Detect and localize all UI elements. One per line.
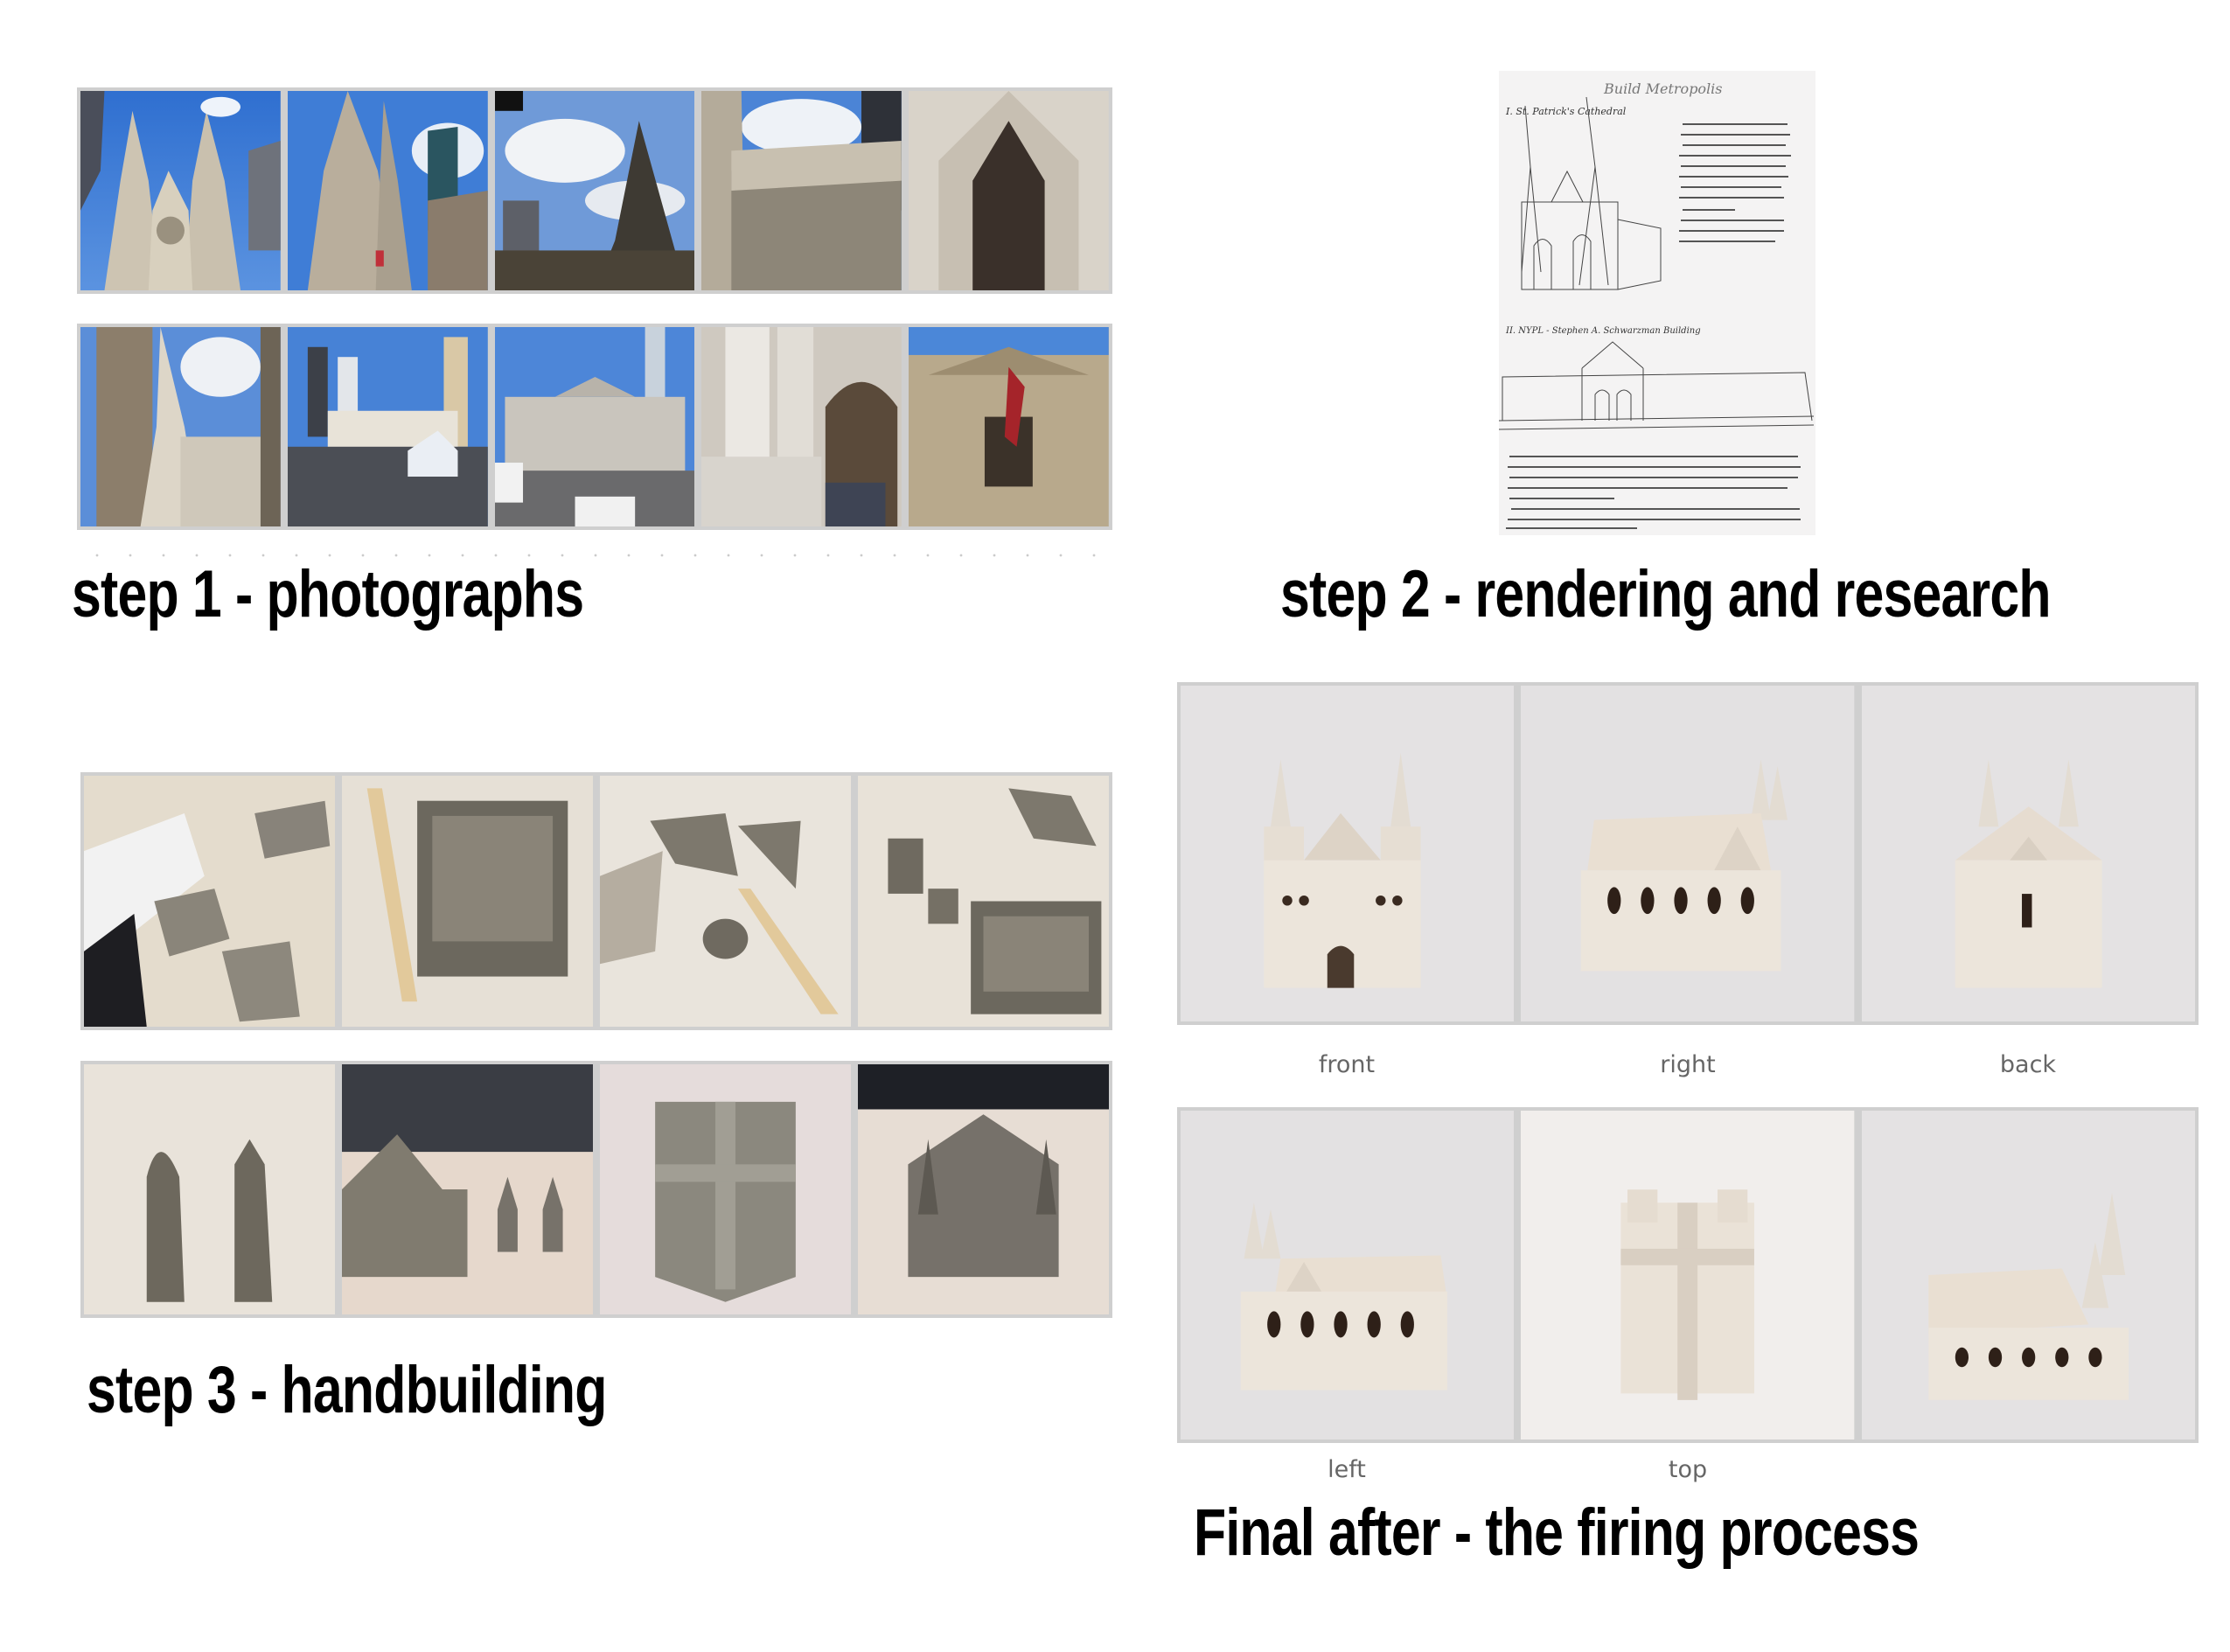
step1-photo-row-2 bbox=[77, 324, 1112, 530]
photo-cathedral-street[interactable] bbox=[80, 327, 281, 526]
photo-library-facade-flag[interactable] bbox=[909, 327, 1109, 526]
caption-front: front bbox=[1318, 1051, 1376, 1078]
park-photo-icon bbox=[287, 327, 488, 526]
photo-cathedral-front[interactable] bbox=[80, 91, 281, 290]
caption-right: right bbox=[1660, 1051, 1716, 1078]
caption-left: left bbox=[1328, 1456, 1366, 1483]
clay-slabs-photo-icon bbox=[84, 776, 335, 1027]
final-photo-left[interactable] bbox=[1181, 1111, 1515, 1439]
columns-photo-icon bbox=[701, 327, 902, 526]
sketch-item-2: II. NYPL - Stephen A. Schwarzman Buildin… bbox=[1505, 326, 1701, 336]
photo-library-columns[interactable] bbox=[701, 327, 902, 526]
photo-clay-box[interactable] bbox=[342, 776, 593, 1027]
ceramic-cathedral-front-icon bbox=[1181, 686, 1515, 1021]
photo-nypl-front[interactable] bbox=[494, 327, 695, 526]
clay-box-photo-icon bbox=[342, 776, 593, 1027]
final-photo-right[interactable] bbox=[1521, 686, 1855, 1021]
step1-heading: step 1 - photographs bbox=[72, 557, 584, 631]
library-photo-icon bbox=[494, 327, 695, 526]
step2-heading: step 2 - rendering and research bbox=[1280, 557, 2052, 631]
photo-clay-box-cylinders[interactable] bbox=[858, 776, 1109, 1027]
photo-clay-spires[interactable] bbox=[342, 1064, 593, 1314]
step3-photo-row-2 bbox=[80, 1061, 1112, 1318]
final-photo-row-2 bbox=[1177, 1107, 2199, 1443]
sketch-title: Build Metropolis bbox=[1603, 80, 1723, 97]
ceramic-cathedral-top-icon bbox=[1521, 1111, 1855, 1439]
final-heading: Final after - the firing process bbox=[1194, 1495, 1920, 1570]
step3-photo-row-1 bbox=[80, 772, 1112, 1030]
photo-cathedral-side[interactable] bbox=[701, 91, 902, 290]
ceramic-cathedral-right-icon bbox=[1521, 686, 1855, 1021]
photo-cathedral-clouds[interactable] bbox=[494, 91, 695, 290]
clay-pieces-photo-icon bbox=[600, 776, 851, 1027]
final-photo-row-1 bbox=[1177, 682, 2199, 1025]
clay-towers-photo-icon bbox=[84, 1064, 335, 1314]
step3-heading: step 3 - handbuilding bbox=[87, 1353, 607, 1427]
clay-box-photo-icon bbox=[858, 776, 1109, 1027]
final-photo-top[interactable] bbox=[1521, 1111, 1855, 1439]
cathedral-photo-icon bbox=[494, 91, 695, 290]
cathedral-photo-icon bbox=[80, 327, 281, 526]
sketch-item-1: I. St. Patrick's Cathedral bbox=[1505, 106, 1627, 117]
clay-spires-photo-icon bbox=[342, 1064, 593, 1314]
ceramic-cathedral-left-icon bbox=[1181, 1111, 1515, 1439]
photo-clay-cathedral[interactable] bbox=[858, 1064, 1109, 1314]
caption-top: top bbox=[1668, 1456, 1708, 1483]
caption-back: back bbox=[1999, 1051, 2057, 1078]
clay-roof-photo-icon bbox=[600, 1064, 851, 1314]
doorway-photo-icon bbox=[909, 91, 1109, 290]
facade-photo-icon bbox=[909, 327, 1109, 526]
final-photo-angle[interactable] bbox=[1861, 1111, 2195, 1439]
photo-clay-pieces[interactable] bbox=[600, 776, 851, 1027]
photo-clay-cross-roof[interactable] bbox=[600, 1064, 851, 1314]
final-photo-front[interactable] bbox=[1181, 686, 1515, 1021]
final-photo-back[interactable] bbox=[1861, 686, 2195, 1021]
cathedral-photo-icon bbox=[287, 91, 488, 290]
pencil-sketch-icon: Build Metropolis I. St. Patrick's Cathed… bbox=[1499, 71, 1815, 535]
cathedral-photo-icon bbox=[80, 91, 281, 290]
research-sketch-page[interactable]: Build Metropolis I. St. Patrick's Cathed… bbox=[1499, 71, 1815, 535]
photo-gothic-doorway[interactable] bbox=[909, 91, 1109, 290]
photo-bryant-park[interactable] bbox=[287, 327, 488, 526]
clipped-text-fragment bbox=[80, 554, 1112, 557]
photo-cathedral-spire[interactable] bbox=[287, 91, 488, 290]
photo-clay-slabs[interactable] bbox=[84, 776, 335, 1027]
cathedral-photo-icon bbox=[701, 91, 902, 290]
clay-cathedral-photo-icon bbox=[858, 1064, 1109, 1314]
ceramic-cathedral-back-icon bbox=[1861, 686, 2195, 1021]
photo-clay-towers[interactable] bbox=[84, 1064, 335, 1314]
ceramic-cathedral-angle-icon bbox=[1861, 1111, 2195, 1439]
step1-photo-row-1 bbox=[77, 87, 1112, 294]
